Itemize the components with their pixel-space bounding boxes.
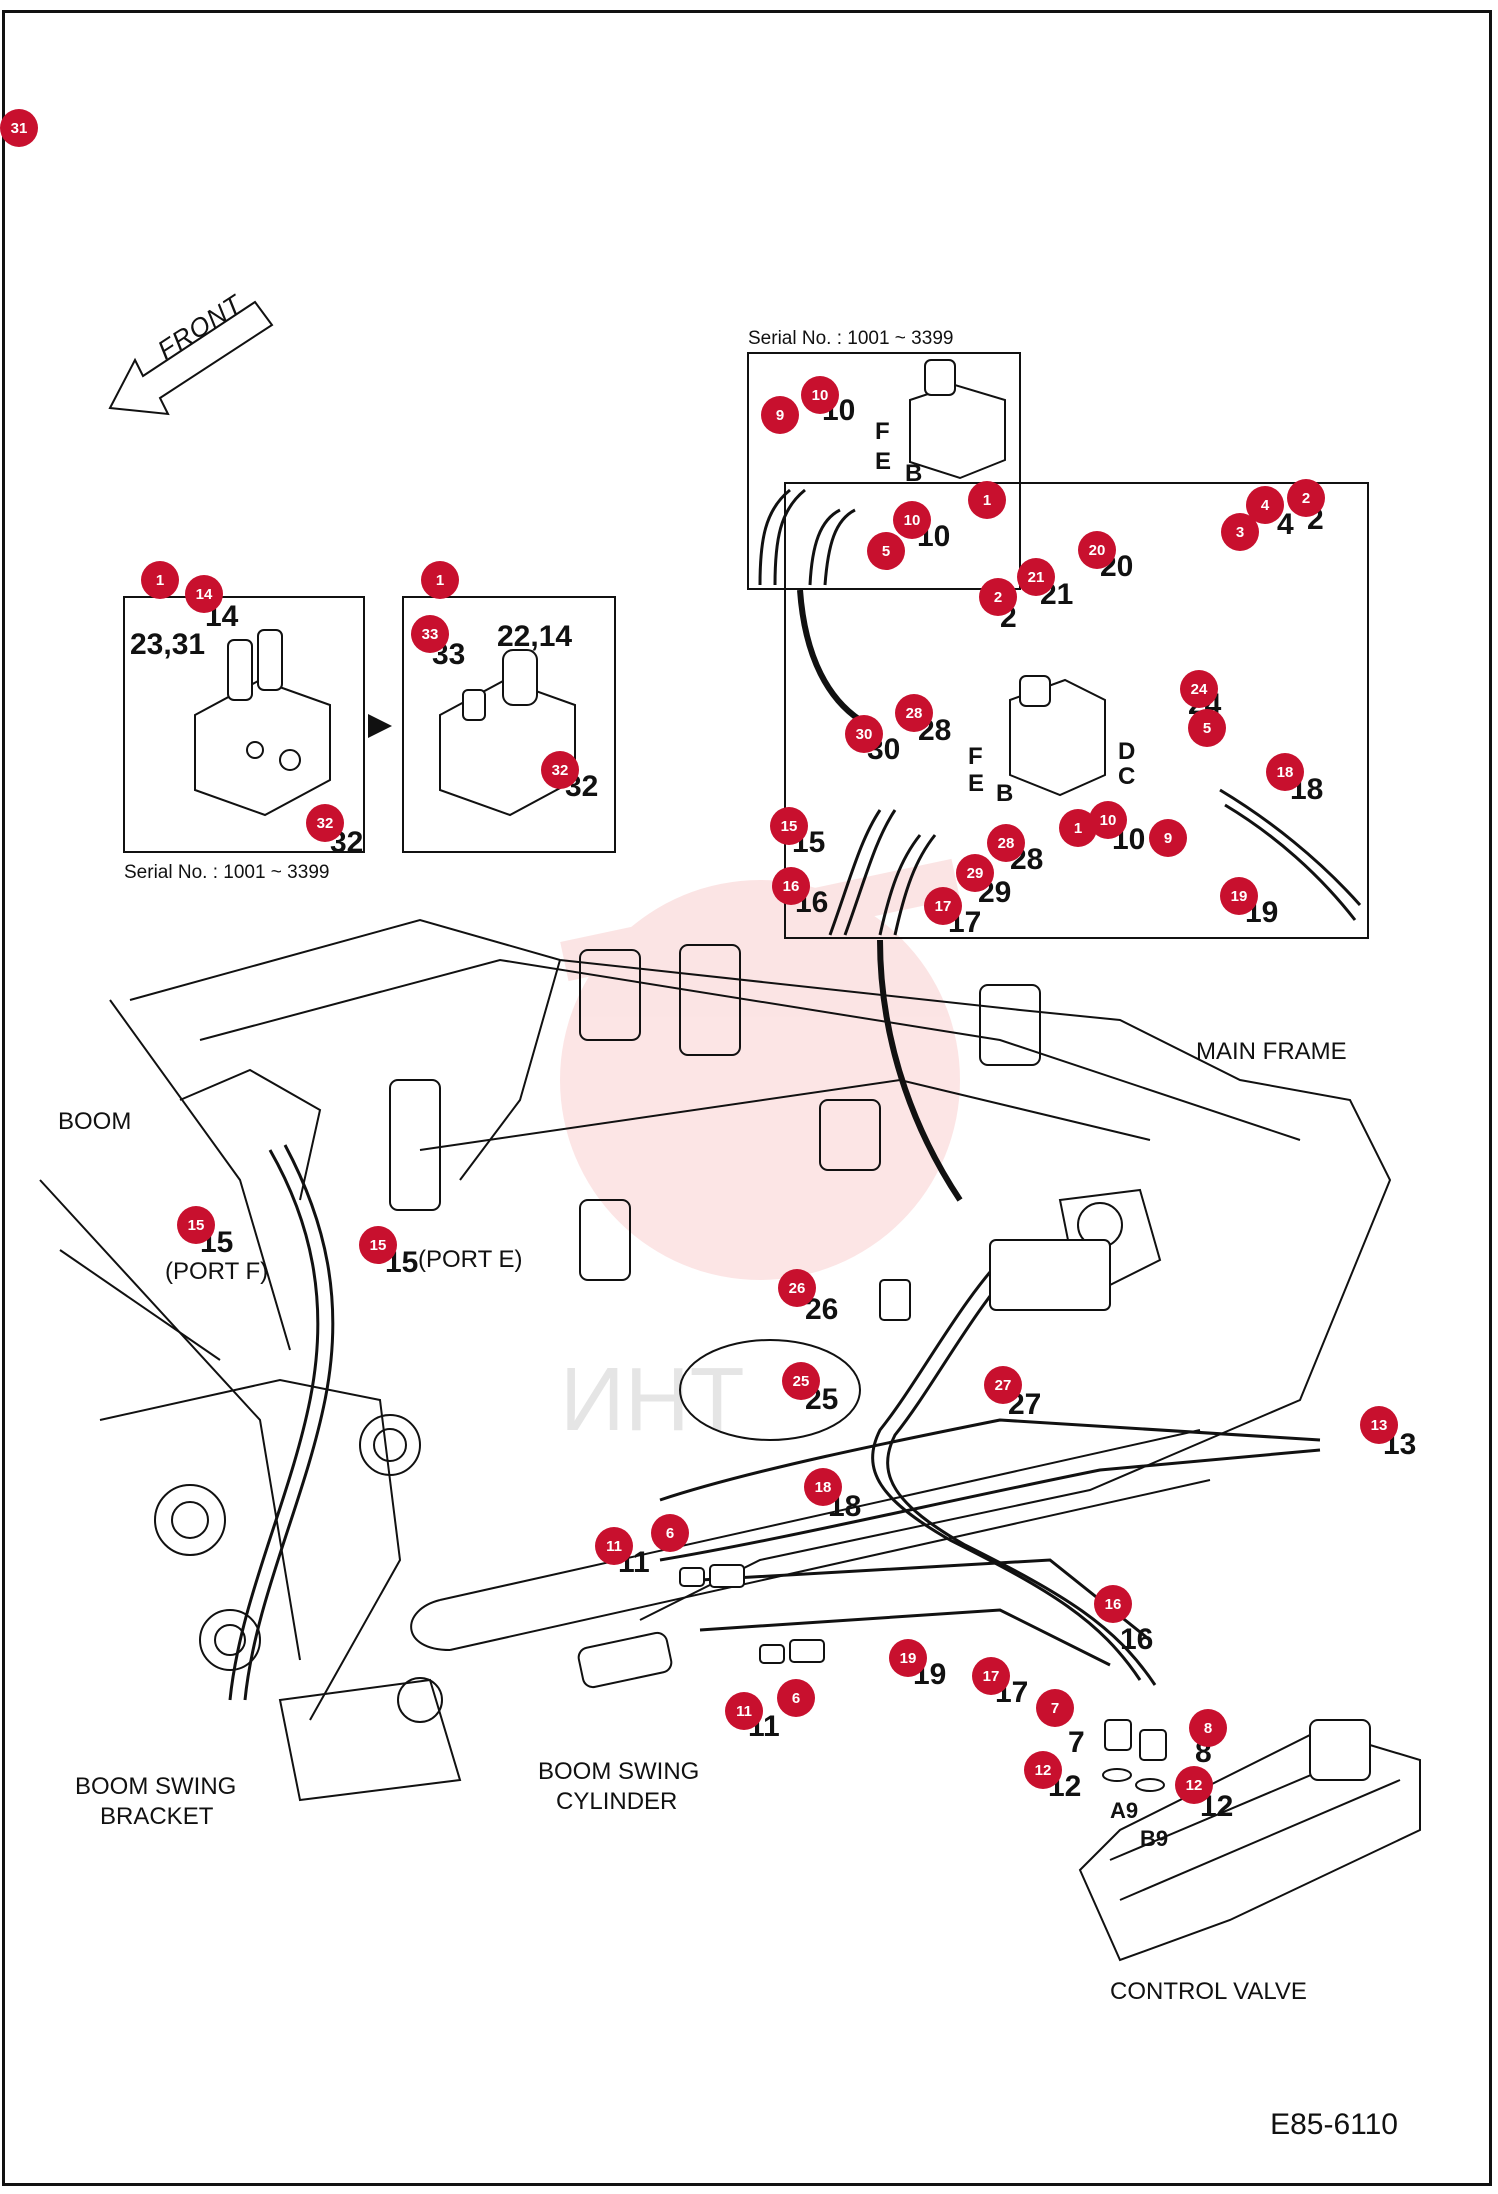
- diagram-id: E85-6110: [1270, 2108, 1398, 2141]
- part-num-4: 4: [1277, 508, 1294, 541]
- valve-block-serial: [909, 359, 1006, 480]
- callout-18[interactable]: 18: [1266, 753, 1304, 791]
- main-frame-outline: [129, 918, 1392, 1621]
- callout-21[interactable]: 21: [1017, 558, 1055, 596]
- hoses-serial: [758, 488, 856, 586]
- label-boom-swing-bracket-2: BRACKET: [100, 1803, 214, 1830]
- callout-19[interactable]: 19: [889, 1639, 927, 1677]
- part-num-7: 7: [1068, 1726, 1085, 1759]
- diagram-border: [2, 10, 1492, 2186]
- callout-11[interactable]: 11: [595, 1527, 633, 1565]
- boom-swing-cylinder: [410, 1429, 1211, 1689]
- inset-box-detail: [784, 482, 1369, 939]
- callout-5[interactable]: 5: [867, 532, 905, 570]
- callout-28[interactable]: 28: [895, 694, 933, 732]
- control-valve: [1078, 1719, 1421, 1962]
- callout-1[interactable]: 1: [141, 561, 179, 599]
- front-arrow: [108, 300, 274, 416]
- callout-2[interactable]: 2: [1287, 479, 1325, 517]
- callout-19[interactable]: 19: [1220, 877, 1258, 915]
- callout-2[interactable]: 2: [979, 578, 1017, 616]
- port-e-detail: E: [968, 770, 985, 797]
- main-hoses: [228, 1144, 1321, 1701]
- callout-17[interactable]: 17: [924, 887, 962, 925]
- callout-28[interactable]: 28: [987, 824, 1025, 862]
- inset-box-serial-top: [747, 352, 1021, 590]
- port-f-detail: F: [968, 743, 983, 770]
- part-num-23-31: 23,31: [130, 628, 206, 661]
- valve-block-new: [439, 649, 576, 817]
- callout-10[interactable]: 10: [801, 376, 839, 414]
- callout-27[interactable]: 27: [984, 1366, 1022, 1404]
- callout-15[interactable]: 15: [359, 1226, 397, 1264]
- callout-24[interactable]: 24: [1180, 670, 1218, 708]
- callout-14[interactable]: 14: [185, 575, 223, 613]
- callout-25[interactable]: 25: [782, 1362, 820, 1400]
- watermark-text: ИНТ: [560, 1350, 745, 1450]
- callout-29[interactable]: 29: [956, 854, 994, 892]
- boom-structure: [39, 999, 462, 1802]
- callout-11[interactable]: 11: [725, 1692, 763, 1730]
- callout-1[interactable]: 1: [1059, 809, 1097, 847]
- callout-26[interactable]: 26: [778, 1269, 816, 1307]
- callout-32[interactable]: 32: [541, 751, 579, 789]
- callout-7[interactable]: 7: [1036, 1689, 1074, 1727]
- callout-9[interactable]: 9: [761, 396, 799, 434]
- callout-33[interactable]: 33: [411, 615, 449, 653]
- callout-3[interactable]: 3: [1221, 513, 1259, 551]
- port-a9: A9: [1110, 1798, 1139, 1823]
- serial-note-top: Serial No. : 1001 ~ 3399: [748, 328, 954, 349]
- port-f-serial: F: [875, 418, 890, 445]
- label-port-f: (PORT F): [165, 1258, 269, 1285]
- callout-12[interactable]: 12: [1175, 1766, 1213, 1804]
- callout-5[interactable]: 5: [1188, 709, 1226, 747]
- fittings: [679, 1239, 1167, 1792]
- serial-note-left: Serial No. : 1001 ~ 3399: [124, 862, 330, 883]
- valve-block-old: [194, 629, 331, 817]
- callout-18[interactable]: 18: [804, 1468, 842, 1506]
- label-boom-swing-cylinder-1: BOOM SWING: [538, 1758, 700, 1785]
- label-port-e: (PORT E): [418, 1246, 523, 1273]
- valve-block-detail: [1009, 675, 1106, 797]
- port-b-serial: B: [905, 460, 923, 487]
- inset-box-valve-old: [123, 596, 365, 853]
- callout-12[interactable]: 12: [1024, 1751, 1062, 1789]
- port-b-detail: B: [996, 780, 1014, 807]
- leader-curve-2: [877, 939, 963, 1202]
- label-boom-swing-bracket-1: BOOM SWING: [75, 1773, 237, 1800]
- callout-8[interactable]: 8: [1189, 1709, 1227, 1747]
- callout-15[interactable]: 15: [770, 807, 808, 845]
- part-num-22-14: 22,14: [497, 620, 573, 653]
- callout-15[interactable]: 15: [177, 1206, 215, 1244]
- callout-6[interactable]: 6: [777, 1679, 815, 1717]
- callout-1[interactable]: 1: [968, 481, 1006, 519]
- transition-arrow: [368, 714, 392, 738]
- callout-20[interactable]: 20: [1078, 531, 1116, 569]
- callout-13[interactable]: 13: [1360, 1406, 1398, 1444]
- port-d-detail: D: [1118, 738, 1136, 765]
- callout-16[interactable]: 16: [772, 867, 810, 905]
- part-num-16b: 16: [1120, 1623, 1154, 1656]
- label-control-valve: CONTROL VALVE: [1110, 1978, 1307, 2005]
- callout-17[interactable]: 17: [972, 1657, 1010, 1695]
- callout-31[interactable]: 31: [0, 109, 38, 147]
- label-main-frame: MAIN FRAME: [1196, 1038, 1347, 1065]
- callout-9[interactable]: 9: [1149, 819, 1187, 857]
- callout-30[interactable]: 30: [845, 715, 883, 753]
- callout-10[interactable]: 10: [893, 501, 931, 539]
- callout-32[interactable]: 32: [306, 804, 344, 842]
- hoses-detail: [828, 788, 1362, 936]
- port-e-serial: E: [875, 448, 892, 475]
- inset-box-valve-new: [402, 596, 616, 853]
- label-boom: BOOM: [58, 1108, 132, 1135]
- callout-6[interactable]: 6: [651, 1514, 689, 1552]
- callout-16[interactable]: 16: [1094, 1585, 1132, 1623]
- port-c-detail: C: [1118, 763, 1136, 790]
- label-boom-swing-cylinder-2: CYLINDER: [556, 1788, 678, 1815]
- callout-1[interactable]: 1: [421, 561, 459, 599]
- leader-curve-1: [797, 589, 862, 723]
- port-b9: B9: [1140, 1826, 1169, 1851]
